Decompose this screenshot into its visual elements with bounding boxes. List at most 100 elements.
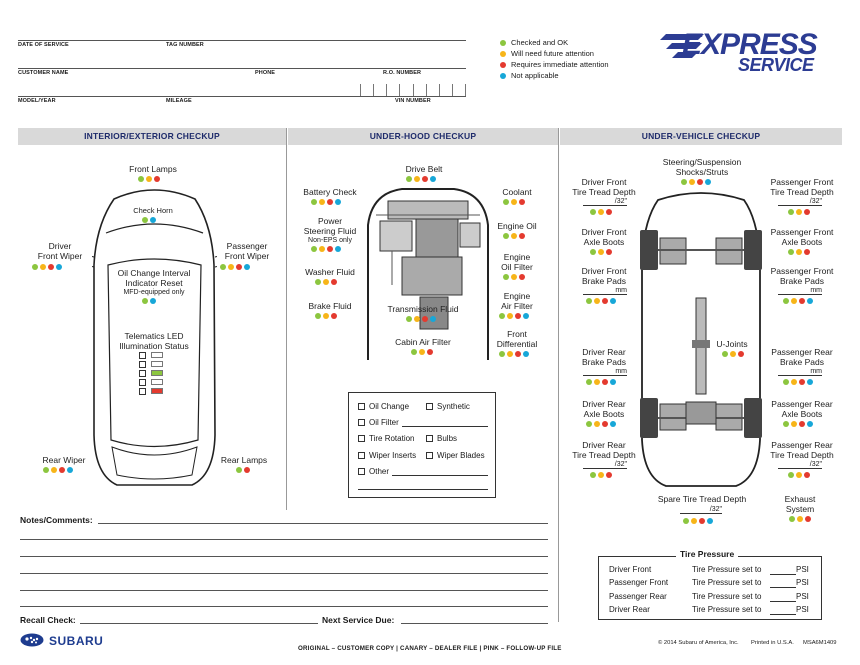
driver-rear-tread-field[interactable]: /32" [583,461,627,469]
tire-rotation-option[interactable]: Tire Rotation [358,434,415,443]
power-steering-label: Power Steering Fluid [303,216,357,236]
ujoints-status[interactable] [722,351,744,357]
front-differential-status[interactable] [499,351,529,357]
driver-rear-pads-status[interactable] [586,379,616,385]
model-year-label: MODEL/YEAR [18,98,56,104]
wiper-inserts-option[interactable]: Wiper Inserts [358,451,416,460]
tp-pass-rear-unit: PSI [796,592,809,601]
power-steering-note: Non-EPS only [308,237,352,244]
led-row-5[interactable] [139,388,163,395]
wiper-blades-option[interactable]: Wiper Blades [426,451,485,460]
oil-change-checkbox[interactable] [358,403,365,410]
notes-line-2[interactable] [20,539,548,540]
other-option[interactable]: Other [358,467,389,476]
pass-rear-tread-status[interactable] [788,472,810,478]
model-line [18,96,466,97]
rear-lamps-label: Rear Lamps [220,455,268,465]
engine-air-filter-status[interactable] [499,313,529,319]
tp-driver-rear-input[interactable] [770,614,796,615]
washer-fluid-status[interactable] [315,279,337,285]
led-row-3[interactable] [139,370,163,377]
vin-boxes [360,84,466,96]
oil-filter-line[interactable] [402,426,488,427]
wiper-inserts-checkbox[interactable] [358,452,365,459]
front-lamps-status[interactable] [138,176,160,182]
spare-tire-status[interactable] [683,518,713,524]
rear-lamps-status[interactable] [236,467,250,473]
pass-front-tread-field[interactable]: /32" [778,198,822,206]
undervehicle-section-header: UNDER-VEHICLE CHECKUP [560,128,842,145]
led-row-4[interactable] [139,379,163,386]
led-row-1[interactable] [139,352,163,359]
next-service-line[interactable] [401,623,548,624]
tp-pass-front-input[interactable] [770,587,796,588]
other-line-1[interactable] [392,475,488,476]
telematics-led-list [139,352,163,395]
copy-distribution: ORIGINAL – CUSTOMER COPY | CANARY – DEAL… [298,645,562,652]
driver-rear-pads-field[interactable]: mm [583,368,627,376]
notes-line-3[interactable] [20,556,548,557]
coolant-status[interactable] [503,199,525,205]
cabin-filter-status[interactable] [411,349,433,355]
recall-check-line[interactable] [80,623,318,624]
power-steering-status[interactable] [311,246,341,252]
pass-front-boots-status[interactable] [788,249,810,255]
transmission-fluid-label: Transmission Fluid [387,304,459,314]
check-horn-status[interactable] [142,217,156,223]
pass-front-pads-status[interactable] [783,298,813,304]
notes-line-6[interactable] [20,606,548,607]
pass-rear-boots-label: Passenger Rear Axle Boots [771,399,833,419]
tire-rotation-checkbox[interactable] [358,435,365,442]
tp-driver-rear-setto: Tire Pressure set to [692,605,762,614]
tp-driver-front-input[interactable] [770,574,796,575]
driver-wiper-status[interactable] [32,264,62,270]
battery-status[interactable] [311,199,341,205]
battery-label: Battery Check [303,187,357,197]
pass-front-tread-status[interactable] [788,209,810,215]
driver-rear-tread-status[interactable] [590,472,612,478]
oil-reset-label: Oil Change Interval Indicator Reset [117,268,191,288]
spare-tire-field[interactable]: /32" [680,506,722,514]
driver-rear-boots-status[interactable] [586,421,616,427]
oil-filter-option[interactable]: Oil Filter [358,418,399,427]
oil-change-option[interactable]: Oil Change [358,402,409,411]
wiper-blades-checkbox[interactable] [426,452,433,459]
engine-oil-status[interactable] [503,233,525,239]
steering-suspension-status[interactable] [681,179,711,185]
notes-line-1[interactable] [98,523,548,524]
driver-front-tread-field[interactable]: /32" [583,198,627,206]
pass-rear-pads-status[interactable] [783,379,813,385]
pass-rear-pads-field[interactable]: mm [778,368,822,376]
express-service-logo: EXPRESS SERVICE [660,30,830,76]
notes-line-5[interactable] [20,590,548,591]
driver-front-boots-status[interactable] [590,249,612,255]
driver-front-pads-field[interactable]: mm [583,287,627,295]
drive-belt-status[interactable] [406,176,436,182]
bulbs-checkbox[interactable] [426,435,433,442]
notes-label: Notes/Comments: [20,515,93,525]
oil-reset-status[interactable] [142,298,156,304]
synthetic-checkbox[interactable] [426,403,433,410]
passenger-wiper-status[interactable] [220,264,250,270]
pass-rear-tread-field[interactable]: /32" [778,461,822,469]
engine-oil-label: Engine Oil [497,221,537,231]
other-line-2[interactable] [358,489,488,490]
pass-front-pads-field[interactable]: mm [778,287,822,295]
tp-pass-front-unit: PSI [796,578,809,587]
other-checkbox[interactable] [358,468,365,475]
tp-pass-rear-input[interactable] [770,601,796,602]
synthetic-option[interactable]: Synthetic [426,402,470,411]
brake-fluid-status[interactable] [315,313,337,319]
pass-rear-boots-status[interactable] [783,421,813,427]
engine-oil-filter-status[interactable] [503,274,525,280]
tire-pressure-title: Tire Pressure [676,549,739,559]
driver-front-pads-status[interactable] [586,298,616,304]
led-row-2[interactable] [139,361,163,368]
transmission-fluid-status[interactable] [406,316,436,322]
bulbs-option[interactable]: Bulbs [426,434,457,443]
rear-wiper-status[interactable] [43,467,73,473]
driver-front-tread-status[interactable] [590,209,612,215]
oil-filter-checkbox[interactable] [358,419,365,426]
exhaust-status[interactable] [789,516,811,522]
notes-line-4[interactable] [20,573,548,574]
